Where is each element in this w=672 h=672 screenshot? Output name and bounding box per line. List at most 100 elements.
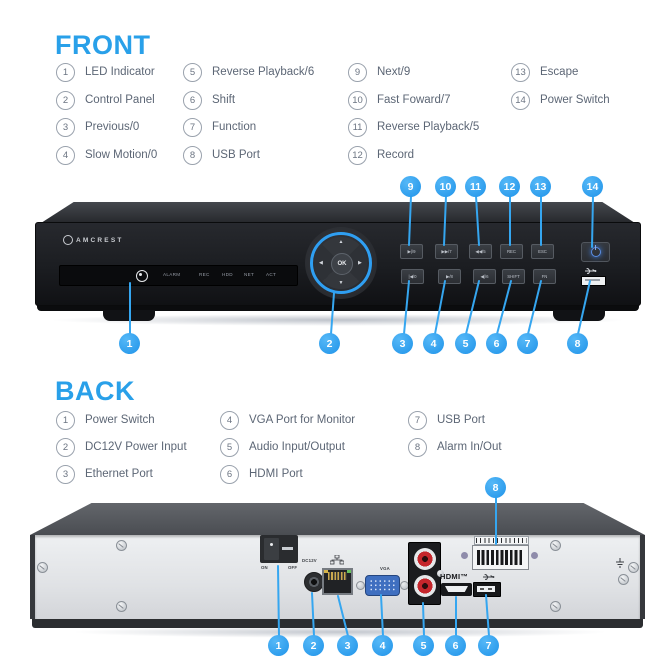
shift-button: SHIFT (502, 269, 525, 284)
chassis-bottom-edge (32, 619, 643, 628)
front-device-photo: AMCREST ALARM REC HDD NET ACT ▲ ▼ ◀ ▶ OK… (35, 200, 641, 326)
callout-8: 8 (567, 333, 588, 354)
rca-stud (437, 570, 444, 577)
device-foot (103, 310, 155, 321)
switch-off-label: OFF (288, 565, 298, 570)
ok-button: OK (331, 253, 353, 275)
chassis-top (30, 503, 645, 535)
ethernet-led (347, 570, 351, 573)
legend-label: DC12V Power Input (85, 441, 187, 453)
legend-item: 8 Alarm In/Out (408, 437, 502, 457)
power-button (581, 242, 610, 262)
legend-item: 7 Function (183, 117, 257, 137)
legend-item: 6 HDMI Port (220, 464, 303, 484)
ethernet-port (322, 568, 353, 595)
alarm-terminal-block (472, 545, 529, 570)
callout-5: 5 (455, 333, 476, 354)
legend-number: 8 (408, 437, 427, 457)
callout-2: 2 (319, 333, 340, 354)
vga-pin-holes (369, 579, 396, 592)
legend-label: Function (212, 121, 257, 133)
screw (37, 562, 48, 573)
front-heading: FRONT (55, 30, 151, 60)
led-label-hdd: HDD (222, 272, 233, 277)
legend-number: 10 (348, 90, 367, 110)
callout-1: 1 (268, 635, 289, 656)
arrow-up-icon: ▲ (338, 239, 344, 245)
reverse-playback-button: ◀◀/5 (469, 244, 492, 259)
screw (550, 601, 561, 612)
chassis-top (41, 202, 635, 223)
screw (628, 562, 639, 573)
alarm-pinout-ticks (476, 538, 527, 543)
hdmi-port (441, 583, 472, 596)
led-indicator-panel: ALARM REC HDD NET ACT (59, 265, 298, 286)
audio-out-jack (413, 575, 436, 597)
escape-button: ESC (531, 244, 554, 259)
legend-label: HDMI Port (249, 468, 303, 480)
callout-9: 9 (400, 176, 421, 197)
callout-6: 6 (445, 635, 466, 656)
callout-11: 11 (465, 176, 486, 197)
hdmi-label: HDMI™ (440, 572, 469, 581)
callout-4: 4 (372, 635, 393, 656)
legend-label: VGA Port for Monitor (249, 414, 356, 426)
vga-label: VGA (380, 566, 390, 571)
legend-number: 6 (220, 464, 239, 484)
legend-number: 5 (220, 437, 239, 457)
callout-4: 4 (423, 333, 444, 354)
back-heading: BACK (55, 376, 135, 406)
callout-14: 14 (582, 176, 603, 197)
power-switch (260, 535, 298, 563)
panel-dot (531, 552, 538, 559)
legend-number: 4 (220, 410, 239, 430)
power-switch-mark (282, 547, 293, 550)
ir-receiver-icon (136, 270, 148, 282)
vga-screw (356, 581, 365, 590)
device-shadow (47, 314, 629, 326)
legend-item: 12 Record (348, 145, 415, 165)
arrow-down-icon: ▼ (338, 280, 344, 286)
legend-number: 9 (348, 62, 367, 82)
dc-power-input (304, 572, 324, 592)
front-usb-port (581, 276, 606, 286)
callout-7: 7 (517, 333, 538, 354)
screw (550, 540, 561, 551)
legend-number: 1 (56, 410, 75, 430)
device-foot (553, 310, 605, 321)
callout-1: 1 (119, 333, 140, 354)
legend-number: 13 (511, 62, 530, 82)
legend-label: Alarm In/Out (437, 441, 502, 453)
ethernet-led (324, 570, 328, 573)
control-pad: ▲ ▼ ◀ ▶ OK (305, 227, 377, 299)
legend-number: 11 (348, 117, 367, 137)
legend-label: USB Port (212, 149, 260, 161)
legend-label: USB Port (437, 414, 485, 426)
brand-logo: AMCREST (63, 235, 124, 245)
callout-8: 8 (485, 477, 506, 498)
callout-5: 5 (413, 635, 434, 656)
legend-number: 12 (348, 145, 367, 165)
legend-number: 7 (183, 117, 202, 137)
legend-item: 4 VGA Port for Monitor (220, 410, 356, 430)
callout-13: 13 (530, 176, 551, 197)
legend-number: 5 (183, 62, 202, 82)
callout-2: 2 (303, 635, 324, 656)
legend-label: Record (377, 149, 415, 161)
audio-rca-block (408, 542, 444, 605)
usb-tongue (477, 586, 495, 592)
alarm-pinout-label (474, 536, 529, 545)
reverse-playback2-button: ◀|/6 (473, 269, 496, 284)
ethernet-pins (328, 572, 347, 580)
